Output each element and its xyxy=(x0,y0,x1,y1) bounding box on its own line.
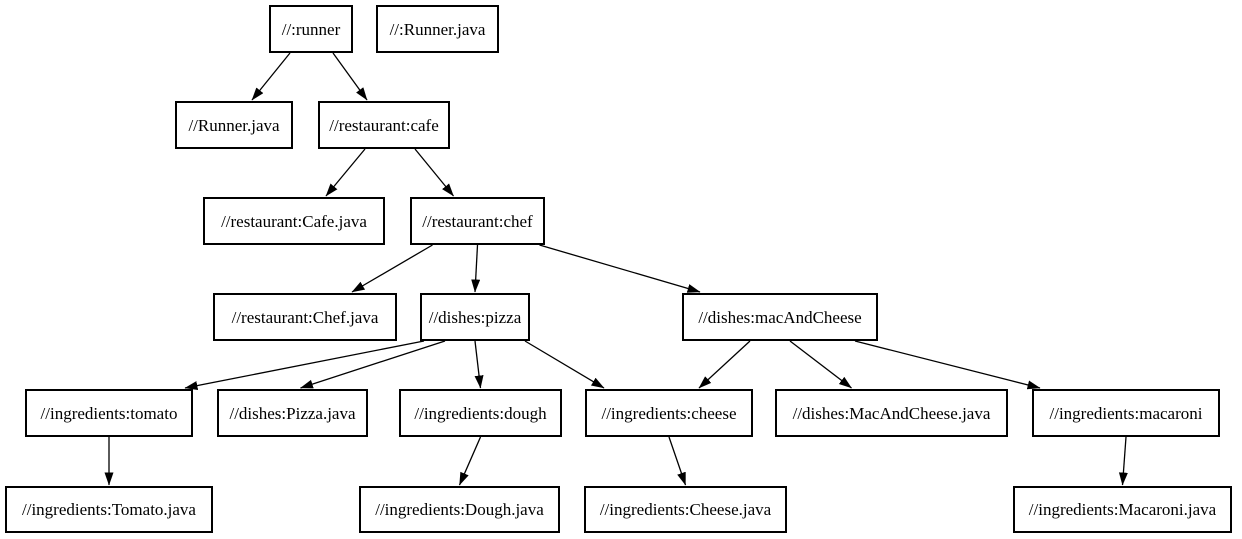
edge-pizza-to-cheese xyxy=(524,340,605,389)
edge-cheese-to-cheese-java xyxy=(668,436,687,486)
graph-node-tomato: //ingredients:tomato xyxy=(25,389,193,437)
graph-node-runner: //:runner xyxy=(269,5,353,53)
graph-node-macaroni: //ingredients:macaroni xyxy=(1032,389,1220,437)
graph-node-chef-java: //restaurant:Chef.java xyxy=(213,293,397,341)
edge-mac-and-cheese-to-mac-and-cheese-java xyxy=(789,340,852,389)
graph-node-runner-java-file: //:Runner.java xyxy=(376,5,499,53)
edge-cafe-to-chef xyxy=(414,148,455,197)
edge-runner-to-cafe xyxy=(332,52,368,101)
edge-chef-to-pizza xyxy=(471,244,481,293)
edge-chef-to-chef-java xyxy=(351,244,433,293)
graph-node-dough: //ingredients:dough xyxy=(399,389,562,437)
graph-node-tomato-java: //ingredients:Tomato.java xyxy=(5,486,213,533)
graph-node-pizza-java: //dishes:Pizza.java xyxy=(217,389,368,437)
edge-mac-and-cheese-to-cheese xyxy=(698,340,751,389)
graph-node-cafe-java: //restaurant:Cafe.java xyxy=(203,197,385,245)
edge-macaroni-to-macaroni-java xyxy=(1118,436,1128,486)
edge-chef-to-mac-and-cheese xyxy=(539,244,701,293)
graph-node-dough-java: //ingredients:Dough.java xyxy=(359,486,560,533)
graph-node-pizza: //dishes:pizza xyxy=(420,293,530,341)
graph-node-runner-java: //Runner.java xyxy=(175,101,293,149)
graph-node-cafe: //restaurant:cafe xyxy=(318,101,450,149)
edges-group xyxy=(104,52,1128,486)
edge-dough-to-dough-java xyxy=(458,436,482,486)
edge-cafe-to-cafe-java xyxy=(325,148,366,197)
edge-pizza-to-tomato xyxy=(184,340,425,391)
graph-node-cheese: //ingredients:cheese xyxy=(585,389,753,437)
edge-pizza-to-pizza-java xyxy=(300,340,446,389)
edge-runner-to-runner-java xyxy=(251,52,291,101)
graph-node-macaroni-java: //ingredients:Macaroni.java xyxy=(1013,486,1232,533)
graph-node-cheese-java: //ingredients:Cheese.java xyxy=(584,486,787,533)
graph-node-chef: //restaurant:chef xyxy=(410,197,545,245)
edge-mac-and-cheese-to-macaroni xyxy=(854,340,1041,390)
graph-node-mac-and-cheese: //dishes:macAndCheese xyxy=(682,293,878,341)
edge-pizza-to-dough xyxy=(474,340,484,389)
graph-node-mac-and-cheese-java: //dishes:MacAndCheese.java xyxy=(775,389,1008,437)
